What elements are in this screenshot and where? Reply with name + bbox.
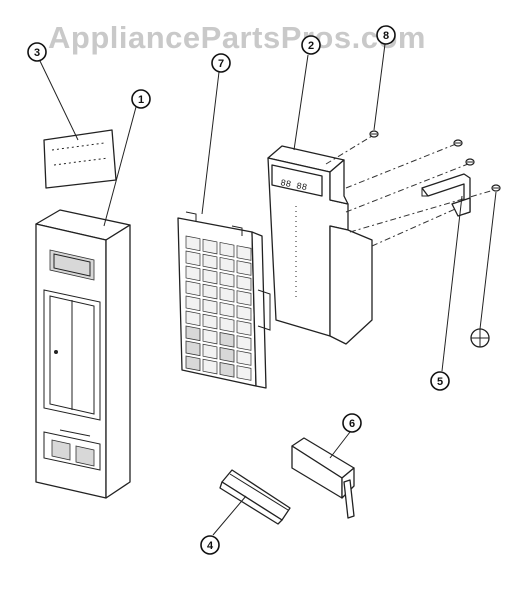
keypad-key [236,320,252,336]
keypad-key [185,340,201,357]
latch [291,437,355,519]
trim-piece [219,469,291,525]
callout-2: 2 [301,35,321,55]
leader-lines [39,43,463,536]
callout-2-label: 2 [308,40,314,52]
keypad-key [202,298,218,315]
control-board: 88 88 [267,145,373,345]
control-panel-frame [35,209,131,499]
callout-7-label: 7 [218,58,224,70]
keypad-key [219,287,235,303]
keypad-key [236,350,252,366]
callout-1: 1 [131,89,151,109]
keypad-key [236,260,252,276]
keypad-key [202,328,218,345]
keypad-key [236,290,252,306]
keypad-key [185,280,201,297]
ground-screw-icon [470,191,497,348]
keypad-key [236,365,252,381]
keypad-key [185,250,201,267]
keypad-key [236,305,252,321]
callout-5-label: 5 [437,376,443,388]
label-sheet [43,129,117,189]
keypad-key [202,253,218,270]
keypad-key [202,238,218,255]
keypad-key [219,331,235,348]
screw-icon [491,184,501,192]
keypad-key [185,355,201,372]
keypad-key [185,325,201,342]
callout-5: 5 [430,371,450,391]
keypad-key [219,272,235,288]
keypad-key [185,295,201,312]
keypad-key [185,235,201,252]
callout-6: 6 [342,413,362,433]
keypad-key [236,275,252,291]
keypad-key [202,358,218,375]
callout-8: 8 [376,25,396,45]
keypad-key [236,335,252,351]
screw-icon [369,130,379,138]
keypad-key [219,317,235,333]
membrane-keypad [177,211,271,389]
keypad-key [202,313,218,330]
screw-icon [465,158,475,166]
callout-6-label: 6 [349,418,355,430]
callout-4: 4 [200,535,220,555]
watermark-text: AppliancePartsPros.com [48,20,426,55]
assembly-lines [325,135,495,247]
callout-3-label: 3 [34,47,40,59]
keypad-key [236,245,252,261]
callout-1-label: 1 [138,94,144,106]
keypad-key [185,310,201,327]
callout-8-label: 8 [383,30,389,42]
screws [369,130,501,192]
keypad-key [219,302,235,318]
callout-7: 7 [211,53,231,73]
keypad-key [219,346,235,363]
callout-3: 3 [27,42,47,62]
keypad-key [185,265,201,282]
keypad-key [202,343,218,360]
callout-4-label: 4 [207,540,214,552]
keypad-key [202,268,218,285]
screw-icon [453,139,463,147]
keypad-key [219,361,235,378]
bracket [421,173,471,217]
keypad-key [219,257,235,273]
keypad-key [219,242,235,258]
keypad-key [202,283,218,300]
